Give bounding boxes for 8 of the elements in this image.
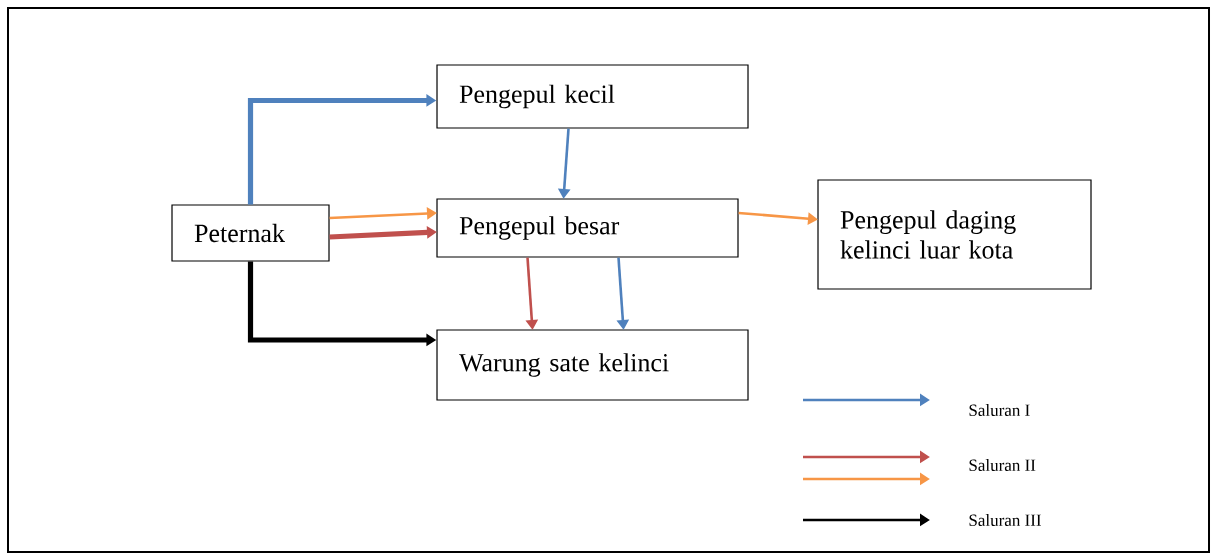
- process-box: Warung sate kelinci: [436, 329, 749, 401]
- legend-label: Saluran II: [969, 459, 1036, 471]
- process-box: Pengepul besar: [436, 198, 739, 258]
- process-box: Pengepul daging kelinci luar kota: [817, 179, 1092, 290]
- process-box: Pengepul kecil: [436, 64, 749, 129]
- process-box: Peternak: [171, 204, 330, 262]
- legend-label: Saluran I: [969, 404, 1030, 416]
- legend-label: Saluran III: [969, 514, 1041, 526]
